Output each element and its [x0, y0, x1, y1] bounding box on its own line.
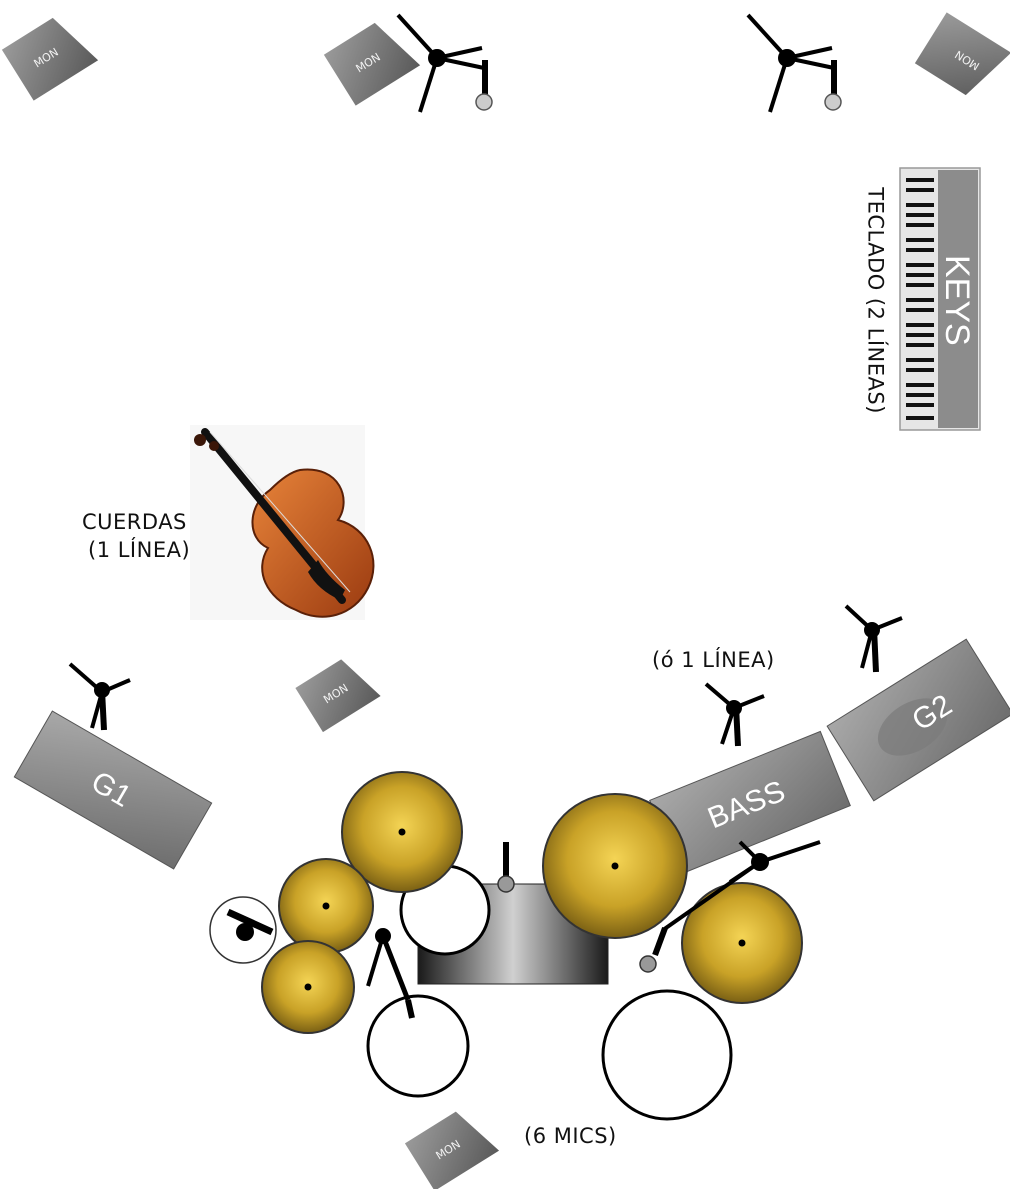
strings-label-line2: (1 LÍNEA)	[88, 538, 191, 562]
mic-stand-g2	[844, 604, 903, 673]
keyboard-amp: KEYS	[899, 167, 981, 431]
keyboard-label: TECLADO (2 LÍNEAS)	[863, 187, 888, 414]
drums-mics-label: (6 MICS)	[524, 1124, 617, 1148]
mic-stand-top-right	[746, 13, 842, 113]
amp-g1: G1	[13, 710, 213, 870]
monitor-middle: MON	[295, 659, 381, 733]
amp-bass: BASS	[649, 730, 851, 876]
monitor-bottom: MON	[404, 1111, 500, 1191]
floor-tom-left	[366, 994, 470, 1098]
monitor-top-center: MON	[323, 22, 421, 106]
amp-g2: G2	[826, 638, 1010, 802]
mic-stand-g1	[68, 662, 131, 731]
monitor-top-left: MON	[1, 17, 99, 101]
monitor-top-right: MON	[914, 12, 1010, 96]
mic-stand-bass	[704, 682, 765, 747]
keys-label: KEYS	[938, 255, 976, 346]
strings-label-line1: CUERDAS	[82, 510, 187, 534]
floor-tom-right	[601, 989, 733, 1121]
bass-line-label: (ó 1 LÍNEA)	[652, 648, 775, 672]
mic-stand-top-center	[396, 13, 493, 113]
drum-kit	[209, 771, 821, 1121]
violin-icon	[190, 425, 375, 620]
